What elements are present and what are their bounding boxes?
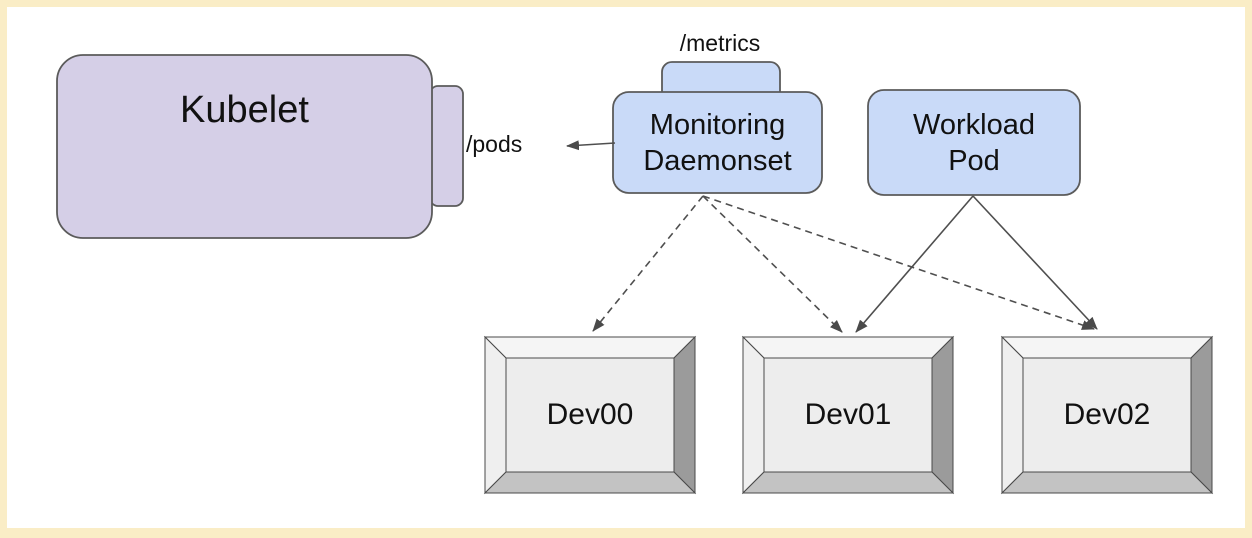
- metrics-endpoint-label: /metrics: [679, 30, 761, 56]
- edge-monitoring-to-pods: [566, 140, 616, 151]
- monitoring-daemonset-label-line1: Monitoring: [649, 108, 786, 141]
- device-dev01-label: Dev01: [804, 398, 892, 431]
- device-dev00-box: [483, 335, 697, 495]
- device-dev02-box: [1000, 335, 1214, 495]
- kubelet-node: [56, 54, 433, 239]
- monitoring-daemonset-label: Monitoring Daemonset: [613, 92, 822, 193]
- edge-workload-to-dev02: [972, 195, 1098, 330]
- dev00-bevel-top: [483, 336, 697, 359]
- dev01-face: [763, 357, 933, 473]
- device-dev01-box: [741, 335, 955, 495]
- kubelet-label: Kubelet: [180, 88, 309, 131]
- device-dev02-label: Dev02: [1063, 398, 1151, 431]
- monitoring-daemonset-label-line2: Daemonset: [643, 144, 792, 177]
- device-dev00-label: Dev00: [546, 398, 634, 431]
- dev02-face: [1022, 357, 1192, 473]
- edge-monitoring-to-dev01: [702, 195, 843, 333]
- workload-pod-label-line1: Workload: [913, 108, 1035, 141]
- edge-monitoring-to-dev02: [702, 195, 1095, 330]
- workload-pod-label: Workload Pod: [868, 90, 1080, 195]
- edge-monitoring-to-dev00: [592, 195, 704, 332]
- workload-pod-label-line2: Pod: [948, 144, 1000, 177]
- dev00-bevel-bottom: [483, 471, 697, 494]
- dev00-face: [505, 357, 675, 473]
- dev01-bevel-top: [741, 336, 955, 359]
- workload-pod-node: [867, 89, 1081, 196]
- kubelet-port-tab: [429, 85, 464, 207]
- dev02-bevel-bottom: [1000, 471, 1214, 494]
- edge-workload-to-dev01: [855, 195, 974, 333]
- pods-endpoint-label: /pods: [466, 131, 523, 157]
- dev01-bevel-bottom: [741, 471, 955, 494]
- dev02-bevel-top: [1000, 336, 1214, 359]
